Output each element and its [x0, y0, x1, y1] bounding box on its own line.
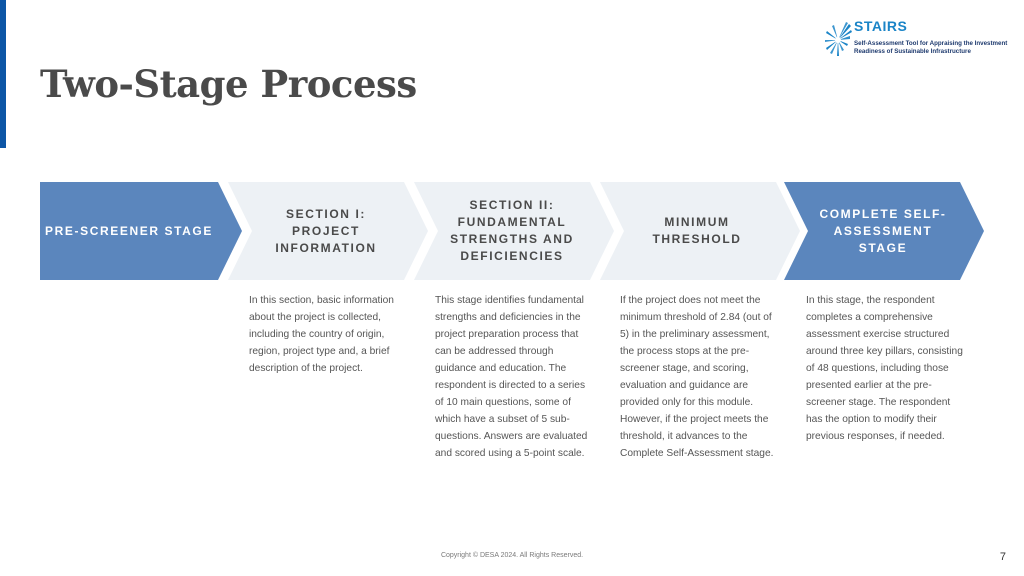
- chevron-pre-screener: [40, 182, 242, 280]
- logo-subtitle-line-1: Self-Assessment Tool for Appraising the …: [854, 40, 1008, 47]
- stage-label-minimum-threshold: MINIMUM THRESHOLD: [652, 215, 742, 246]
- chevron-minimum-threshold: [600, 182, 800, 280]
- footer-copyright: Copyright © DESA 2024. All Rights Reserv…: [440, 552, 584, 559]
- chevron-complete-self-assessment: [784, 182, 984, 280]
- page-title: Two-Stage Process: [40, 62, 417, 106]
- logo-subtitle-line-2: Readiness of Sustainable Infrastructure: [854, 48, 971, 55]
- stage-label-section-1: SECTION I: PROJECT INFORMATION: [275, 206, 377, 255]
- stage-description-complete-self-assessment: In this stage, the respondent completes …: [806, 295, 963, 442]
- stairs-logo: STAIRS Self-Assessment Tool for Appraisi…: [824, 18, 1024, 62]
- accent-bar: [0, 0, 6, 148]
- logo-name: STAIRS: [854, 18, 908, 34]
- logo-subtitle: Self-Assessment Tool for Appraising the …: [854, 40, 1024, 56]
- stage-description-section-1: In this section, basic information about…: [249, 295, 394, 374]
- stairs-logo-icon: [825, 22, 852, 56]
- page-number: 7: [999, 551, 1006, 563]
- stage-label-complete-self-assessment: COMPLETE SELF-ASSESSMENT STAGE: [819, 206, 947, 255]
- chevron-section-1: [228, 182, 428, 280]
- stage-description-minimum-threshold: If the project does not meet the minimum…: [620, 295, 774, 459]
- stage-label-section-2: SECTION II: FUNDAMENTAL STRENGTHS AND DE…: [450, 198, 574, 263]
- chevron-section-2: [414, 182, 614, 280]
- stage-label-pre-screener: PRE-SCREENER STAGE: [45, 223, 213, 238]
- stage-description-section-2: This stage identifies fundamental streng…: [435, 295, 588, 459]
